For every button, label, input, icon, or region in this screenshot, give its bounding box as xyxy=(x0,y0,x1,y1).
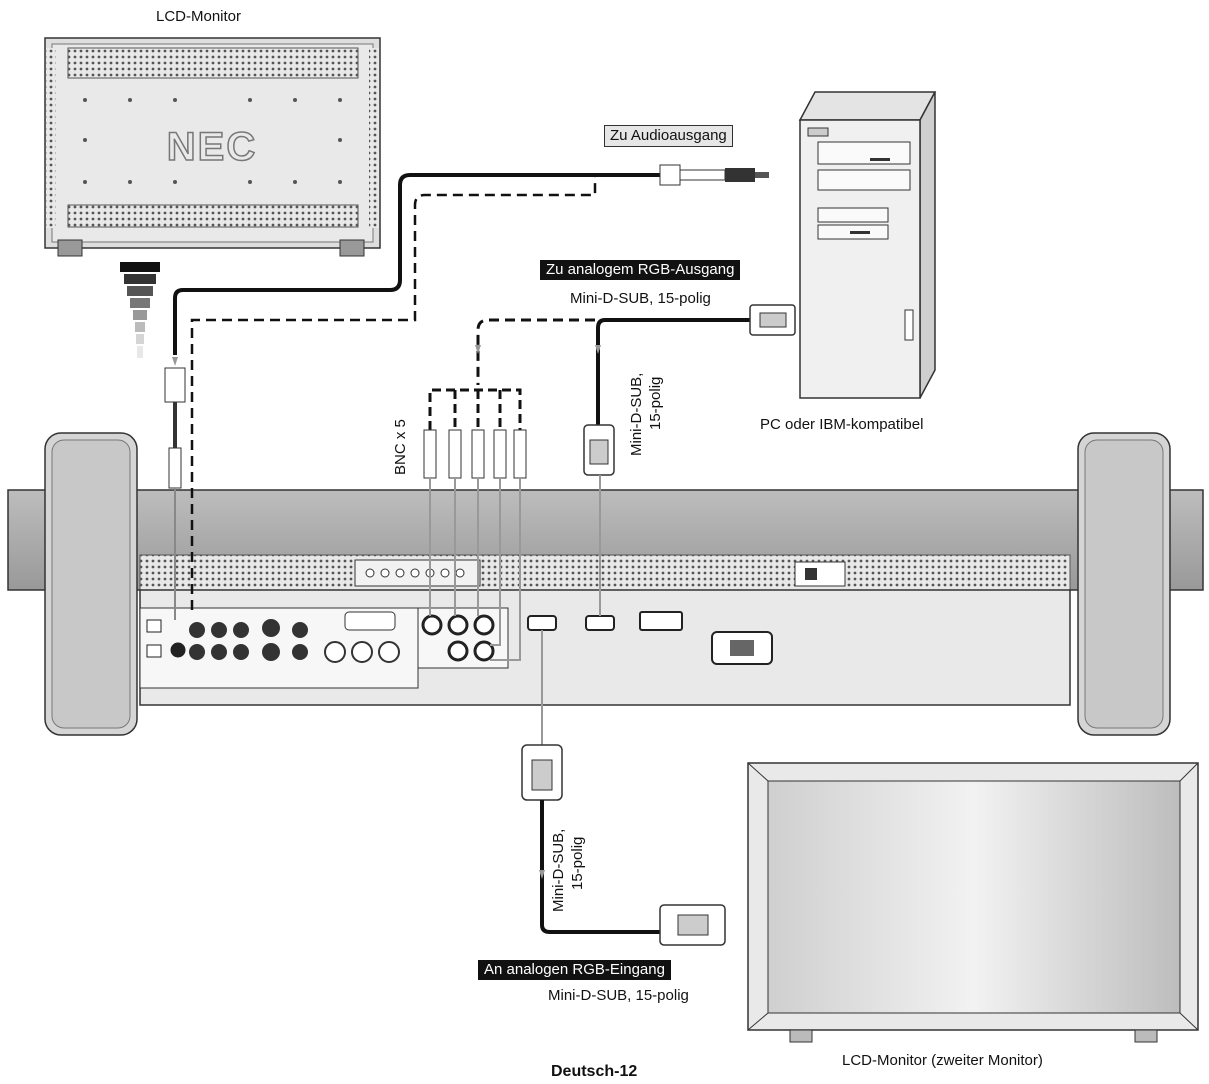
rgb-cable-second-monitor xyxy=(521,630,726,946)
bnc-label: BNC x 5 xyxy=(392,419,409,475)
main-display-rear xyxy=(7,432,1204,736)
lcd-monitor-rear: NEC xyxy=(44,37,381,257)
minidsub-vertical-bottom-label-2: 15-polig xyxy=(569,836,586,890)
page-footer: Deutsch-12 xyxy=(551,1063,638,1080)
minidsub-pc-label: Mini-D-SUB, 15-polig xyxy=(570,290,711,307)
rgb-cable-pc xyxy=(475,304,796,616)
audio-cable-dashed xyxy=(190,175,597,610)
second-monitor-label: LCD-Monitor (zweiter Monitor) xyxy=(842,1052,1043,1069)
second-lcd-monitor xyxy=(747,762,1199,1043)
lcd-monitor-label: LCD-Monitor xyxy=(156,8,242,25)
audio-plug xyxy=(164,164,769,620)
nec-logo: NEC xyxy=(166,124,257,170)
svg-text:NEC: NEC xyxy=(167,125,257,169)
audio-cable xyxy=(173,173,660,355)
minidsub-vertical-bottom-label-1: Mini-D-SUB, xyxy=(550,828,567,912)
rgb-in-label: An analogen RGB-Eingang xyxy=(478,960,671,980)
pc-label: PC oder IBM-kompatibel xyxy=(760,416,924,433)
minidsub-vertical-top-label-1: Mini-D-SUB, xyxy=(628,372,645,456)
minidsub-second-label: Mini-D-SUB, 15-polig xyxy=(548,987,689,1004)
zoom-indicator xyxy=(120,262,160,358)
pc-tower xyxy=(798,91,937,399)
audio-out-label: Zu Audioausgang xyxy=(604,125,733,147)
rgb-out-label: Zu analogem RGB-Ausgang xyxy=(540,260,741,280)
minidsub-vertical-top-label-2: 15-polig xyxy=(647,376,664,430)
bnc-cables xyxy=(423,388,527,661)
